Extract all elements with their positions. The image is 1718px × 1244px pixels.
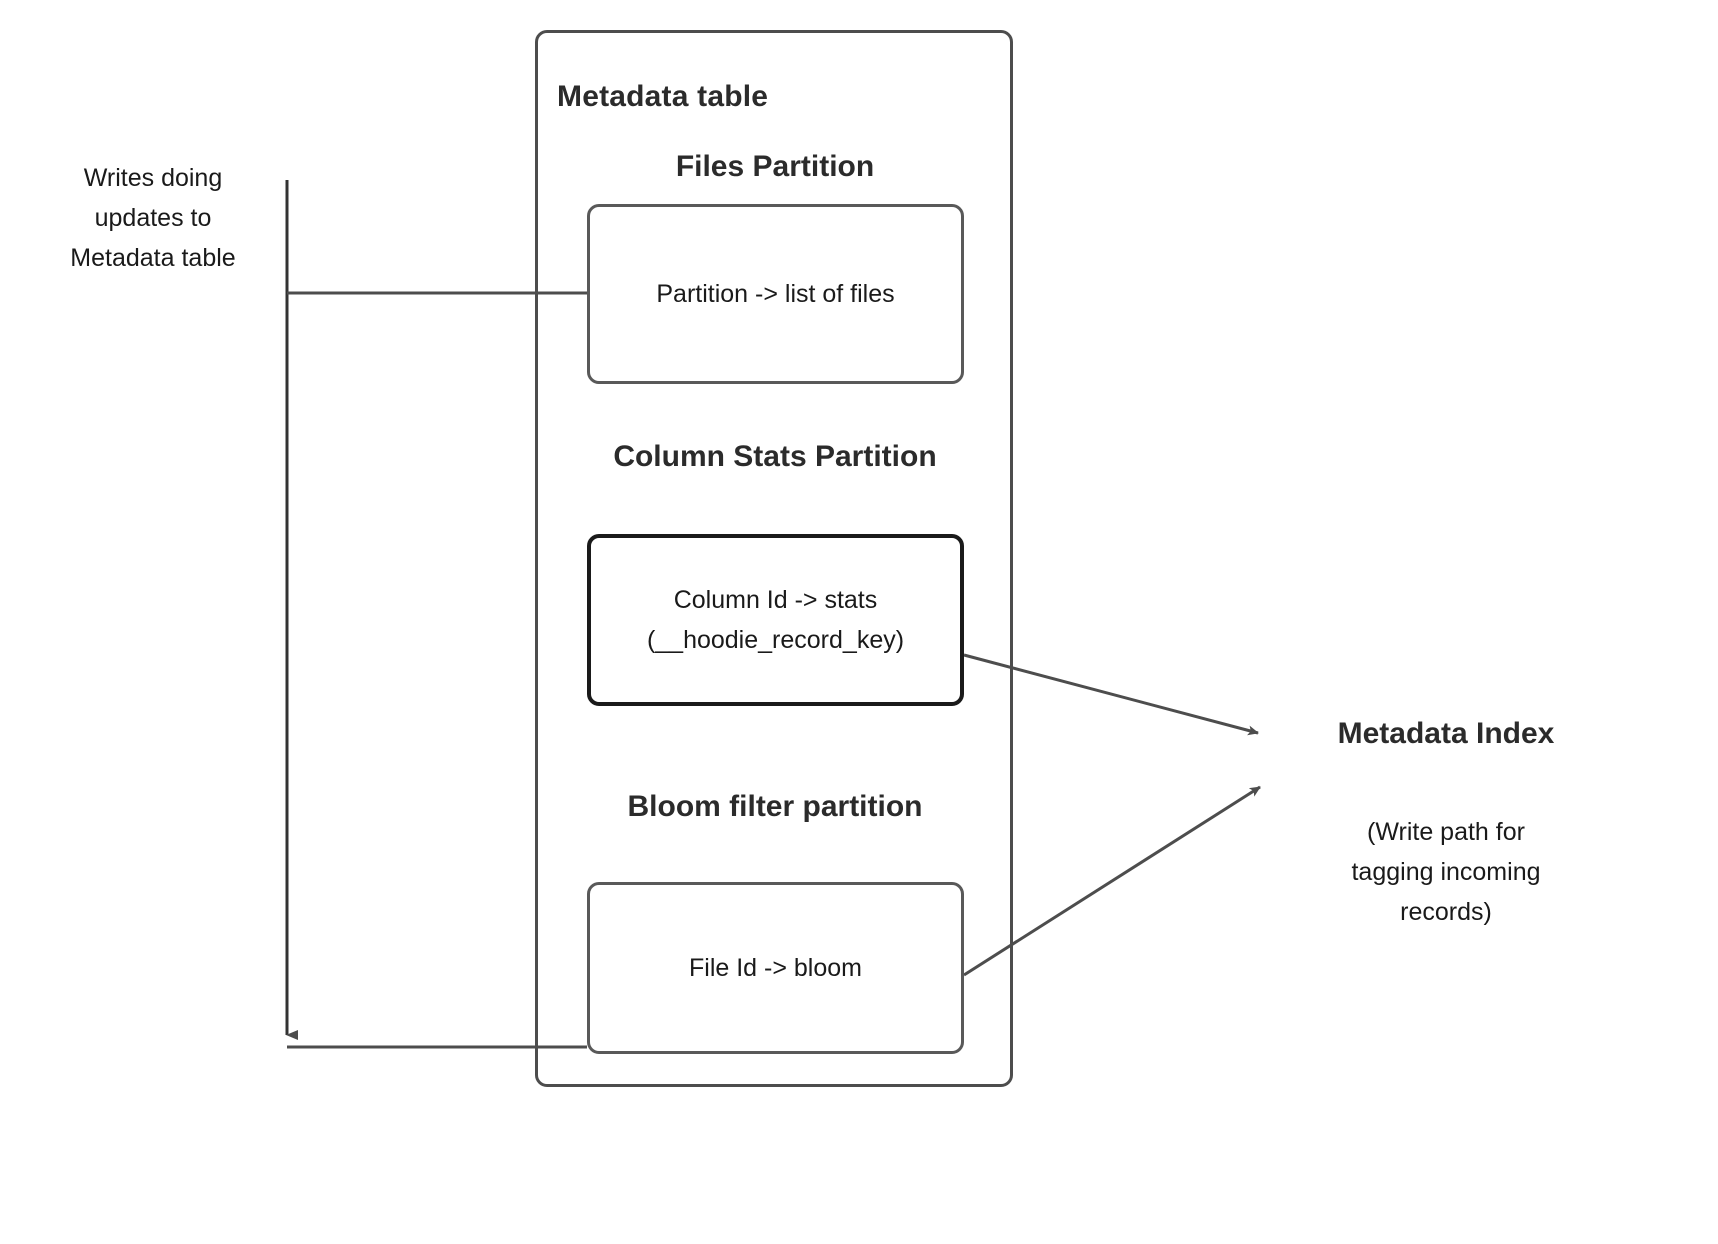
- column-stats-partition-box: Column Id -> stats (__hoodie_record_key): [587, 534, 964, 706]
- metadata-table-container: [535, 30, 1013, 1087]
- files-partition-box: Partition -> list of files: [587, 204, 964, 384]
- bloom-filter-partition-box: File Id -> bloom: [587, 882, 964, 1054]
- bloom-filter-partition-heading: Bloom filter partition: [627, 790, 923, 823]
- files-partition-box-text: Partition -> list of files: [656, 280, 895, 308]
- column-stats-partition-heading: Column Stats Partition: [613, 440, 937, 473]
- metadata-index-subtitle: (Write path for tagging incoming records…: [1351, 818, 1541, 926]
- metadata-table-title: Metadata table: [557, 80, 769, 113]
- writes-note-label: Writes doing updates to Metadata table: [70, 164, 236, 272]
- column-stats-partition-box-text: Column Id -> stats (__hoodie_record_key): [646, 586, 905, 654]
- files-partition-heading: Files Partition: [675, 150, 875, 183]
- metadata-index-title: Metadata Index: [1337, 717, 1555, 750]
- bloom-filter-partition-box-text: File Id -> bloom: [689, 954, 862, 982]
